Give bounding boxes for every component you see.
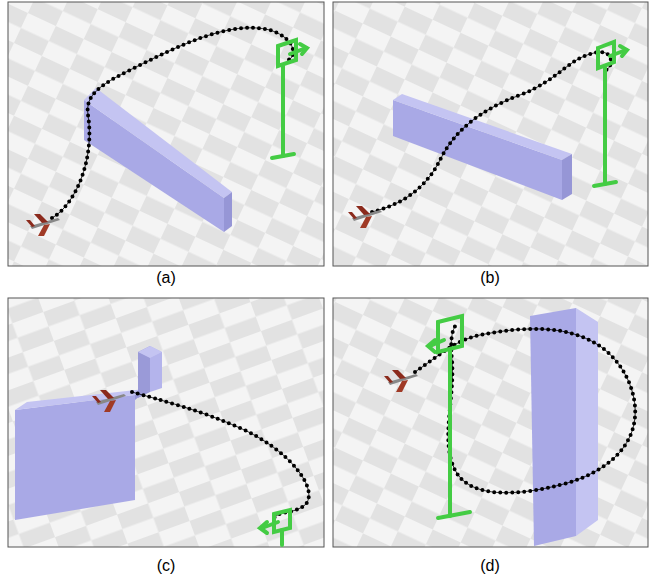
panel-c [8,298,324,547]
scene-b [348,42,627,228]
panel-label: (d) [480,557,500,575]
panel-label: (c) [157,557,176,575]
scene-d [384,308,635,546]
panel-label: (a) [156,269,176,287]
panel-a [8,2,324,266]
panel-d [333,298,648,547]
scene-a [26,28,307,236]
panel-label: (b) [480,269,500,287]
panel-b [333,2,648,266]
scene-c [15,346,309,545]
